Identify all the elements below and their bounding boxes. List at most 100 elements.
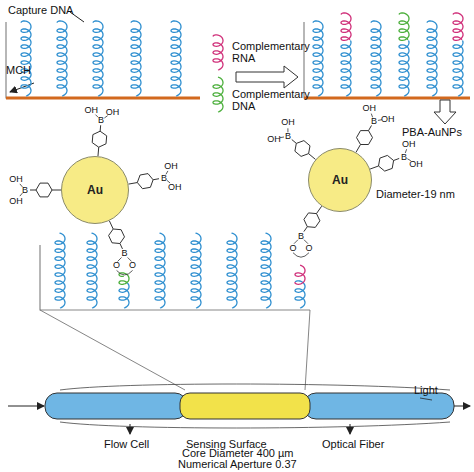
- surface-outline: [40, 245, 310, 310]
- fiber-segment: [45, 393, 187, 419]
- boron-atom: B: [22, 186, 28, 195]
- dna-strand: [55, 233, 65, 308]
- part-name: Flow Cell: [104, 438, 149, 450]
- dimension: Diameter-19 nm: [376, 188, 455, 200]
- bond: [95, 115, 98, 118]
- leader-line: [130, 424, 131, 434]
- dna-strand: [87, 233, 97, 308]
- dna-strand: [93, 21, 103, 96]
- process-arrow: [236, 66, 298, 88]
- dna-strand: [155, 233, 165, 308]
- fiber-segment: [304, 393, 454, 419]
- bond: [394, 158, 400, 160]
- part-name: MCH: [6, 64, 31, 76]
- phenyl-ring: [304, 213, 320, 228]
- hydroxyl-label: OH: [409, 159, 423, 168]
- dna-strand: [399, 13, 409, 40]
- dna-strand: [119, 283, 129, 308]
- dna-strand: [295, 281, 305, 308]
- hydroxyl-label: O: [305, 243, 312, 252]
- hydroxyl-label: OH: [164, 161, 178, 170]
- hydroxyl-label: OH: [381, 114, 395, 123]
- reagent-label: PBA-AuNPs: [402, 126, 462, 138]
- dna-strand: [261, 233, 271, 308]
- light-out: [454, 406, 470, 407]
- phenyl-ring: [357, 131, 373, 145]
- dna-strand: [399, 40, 409, 96]
- dimension: Core Diameter 400 µm: [182, 447, 294, 459]
- hydroxyl-label: O: [113, 261, 120, 270]
- surface-outline: [304, 22, 470, 98]
- hydroxyl-label: OH: [281, 118, 295, 127]
- boron-atom: B: [298, 231, 304, 240]
- zoom-line: [305, 310, 310, 390]
- particle-label: Au: [332, 173, 348, 187]
- bond: [109, 221, 113, 229]
- dna-strand: [227, 233, 237, 308]
- boron-atom: B: [161, 173, 167, 182]
- bond: [292, 140, 297, 144]
- flow-cell-outline: [60, 384, 450, 390]
- phenyl-ring: [137, 174, 153, 189]
- boron-atom: B: [122, 249, 128, 258]
- hydroxyl-label: OH: [168, 182, 182, 191]
- bond: [370, 166, 378, 169]
- zoom-line: [40, 310, 185, 390]
- process-arrow: [434, 100, 456, 124]
- boron-atom: B: [401, 152, 407, 161]
- bond: [52, 190, 61, 191]
- phenyl-ring: [36, 183, 52, 197]
- part-name: Capture DNA: [8, 4, 73, 16]
- bond: [97, 147, 99, 156]
- gold-film: [304, 97, 470, 100]
- ester-ring: [117, 270, 133, 275]
- particle-label: Au: [87, 183, 103, 197]
- boron-atom: B: [371, 117, 377, 126]
- dna-strand: [341, 40, 351, 96]
- bond: [100, 125, 102, 131]
- hydroxyl-label: OH: [84, 106, 98, 115]
- hydroxyl-label: OH: [9, 175, 23, 184]
- dna-strand: [213, 35, 223, 70]
- dna-strand: [131, 21, 141, 96]
- dna-strand: [453, 13, 463, 40]
- hydroxyl-label: OH: [402, 139, 416, 148]
- leader-line: [350, 424, 351, 434]
- dna-strand: [341, 13, 351, 40]
- bond: [369, 125, 372, 130]
- phenyl-ring: [92, 131, 107, 147]
- bond: [30, 190, 36, 191]
- dna-strand: [371, 21, 381, 96]
- boron-atom: B: [285, 132, 291, 141]
- bond: [128, 183, 137, 185]
- hydroxyl-label: O: [129, 261, 136, 270]
- dna-strand: [191, 233, 201, 308]
- bond: [316, 206, 321, 213]
- dna-strand: [57, 21, 67, 96]
- gold-film: [6, 97, 200, 100]
- dna-strand: [313, 21, 323, 96]
- dimension: Numerical Aperture 0.37: [178, 458, 297, 470]
- part-name: Optical Fiber: [322, 438, 384, 450]
- dna-strand: [213, 77, 223, 112]
- dna-strand: [171, 21, 181, 96]
- hydroxyl-label: OH: [9, 196, 23, 205]
- hydroxyl-label: OH: [267, 134, 281, 143]
- hydroxyl-label: O: [289, 243, 296, 252]
- hydroxyl-label: OH: [362, 104, 376, 113]
- gold-nanoparticle: Au: [61, 156, 129, 224]
- light-in: [8, 406, 44, 407]
- phenyl-ring: [379, 155, 394, 171]
- phenyl-ring: [295, 141, 310, 157]
- boron-atom: B: [98, 116, 104, 125]
- bond: [356, 144, 361, 152]
- dna-strand: [427, 21, 437, 96]
- ester-ring: [293, 253, 309, 258]
- hydroxyl-label: OH: [106, 108, 120, 117]
- flow-cell-outline: [60, 422, 450, 428]
- signal-label: Light: [414, 384, 438, 396]
- leader-line: [420, 398, 432, 400]
- gold-nanoparticle: Au: [308, 148, 372, 212]
- bond: [304, 227, 307, 232]
